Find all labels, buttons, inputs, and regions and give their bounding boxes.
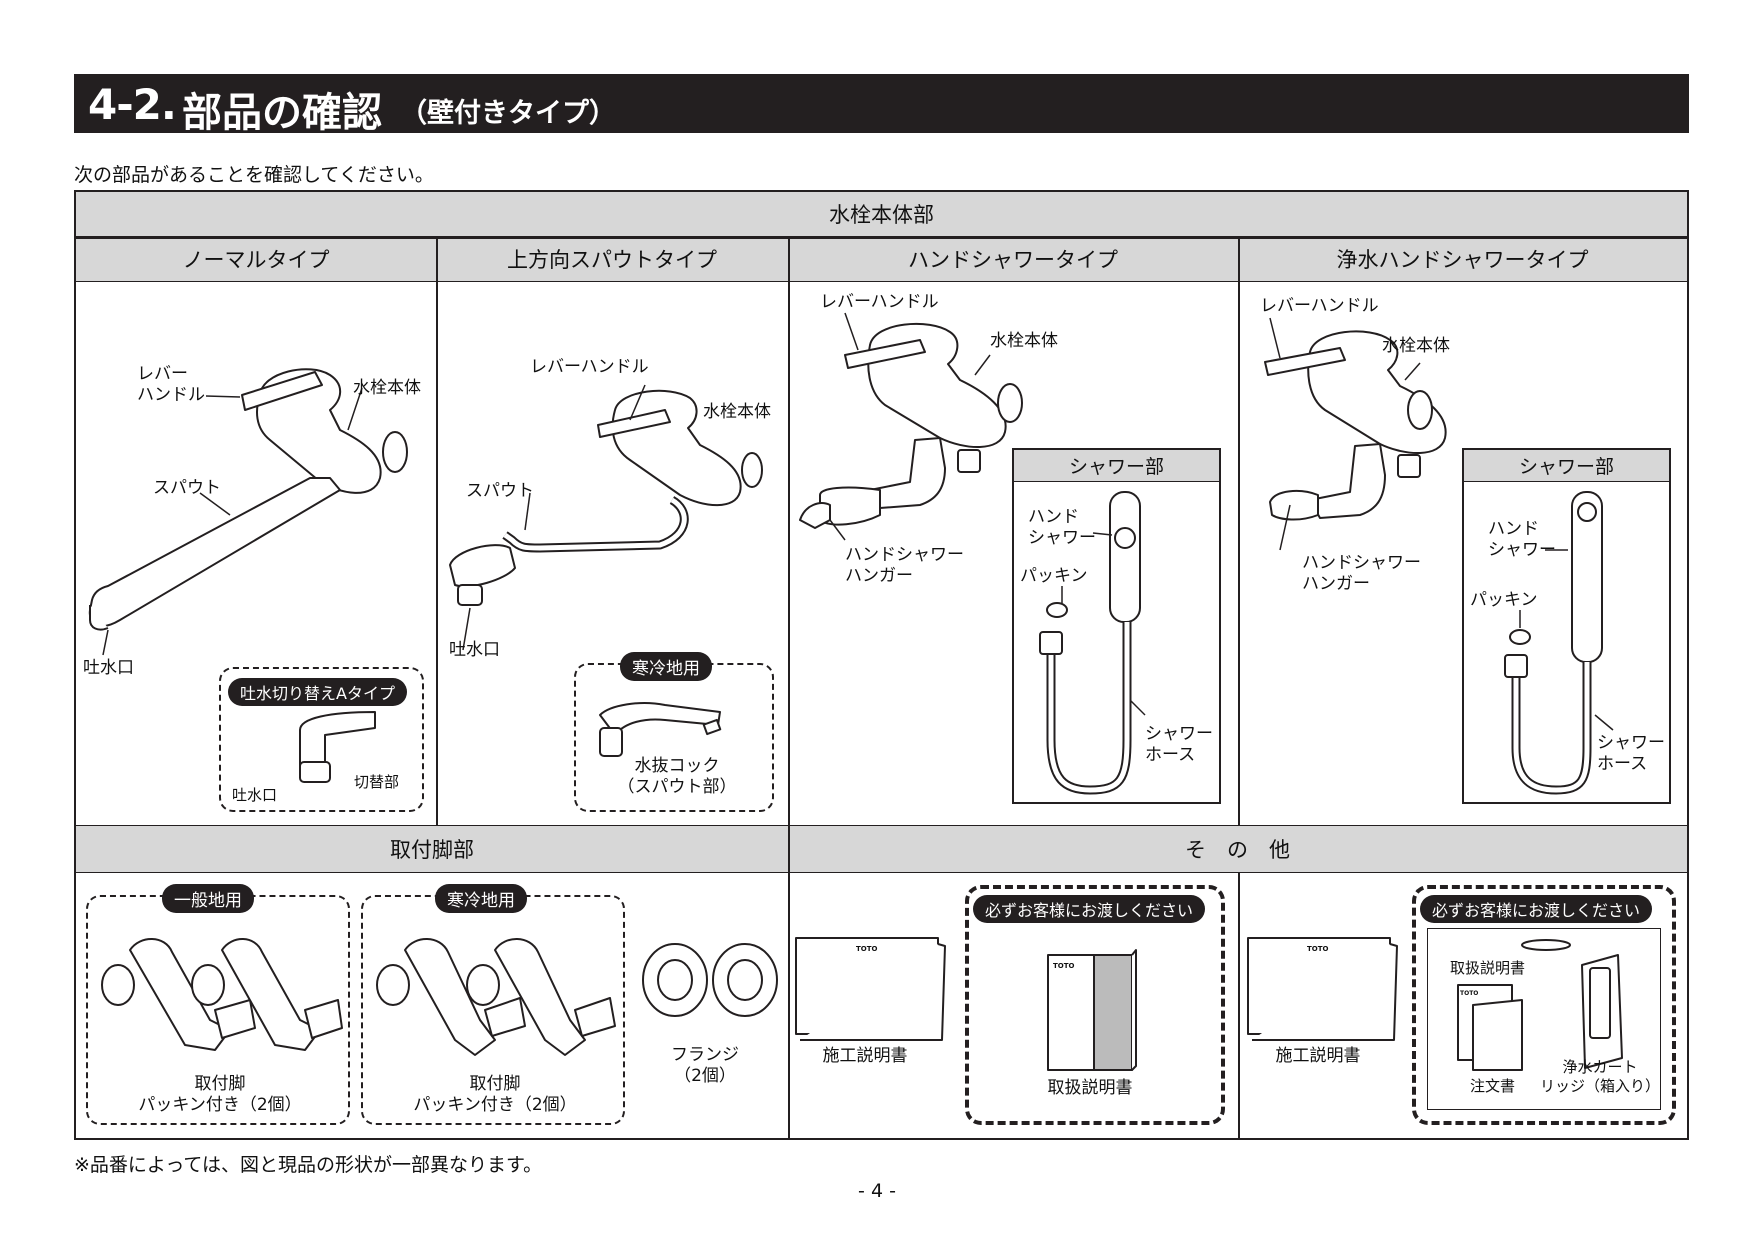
flange-label: フランジ （2個） (671, 1045, 739, 1086)
user-manual-2-illustration (1457, 939, 1571, 1071)
normal-body-label: 水栓本体 (353, 378, 421, 398)
user-manual-brand: TOTO (1053, 962, 1075, 970)
hs-body-label: 水栓本体 (990, 331, 1058, 351)
mount-legs-cold-illustration (376, 938, 616, 1056)
section-number: 4-2. (88, 80, 177, 129)
divider (1238, 873, 1240, 1138)
type-normal-header: ノーマルタイプ (76, 237, 436, 282)
install-manual-2-illustration (1247, 937, 1398, 1041)
upward-faucet-illustration (449, 389, 763, 606)
install-manual-illustration (795, 937, 946, 1041)
cartridge-label: 浄水カート リッジ（箱入り） (1540, 1058, 1661, 1095)
purifier-faucet-illustration (1264, 330, 1447, 521)
upward-lever-handle-label: レバーハンドル (530, 357, 649, 377)
upward-body-label: 水栓本体 (703, 402, 771, 422)
intro-text: 次の部品があることを確認してください。 (74, 164, 434, 186)
cold-legs-label: 取付脚 パッキン付き（2個） (413, 1074, 577, 1115)
variant-switch-label: 切替部 (354, 773, 400, 791)
hand-shower-faucet-illustration (799, 322, 1023, 529)
upward-outlet-label: 吐水口 (449, 640, 500, 660)
normal-faucet-illustration (88, 368, 408, 631)
user-manual-2-label: 取扱説明書 (1450, 959, 1526, 977)
divider (1238, 237, 1240, 825)
ps-lever-handle-label: レバーハンドル (1260, 296, 1379, 316)
divider (788, 237, 790, 1138)
type-hand-shower-header: ハンドシャワータイプ (788, 237, 1238, 282)
ps-hose-label: シャワー ホース (1597, 733, 1665, 774)
order-form-label: 注文書 (1470, 1077, 1516, 1095)
handover-box-2 (1412, 885, 1676, 1125)
hs-shower-section: シャワー部 (1012, 448, 1221, 804)
variant-outlet-label: 吐水口 (232, 786, 278, 804)
purifier-hand-shower-head (1504, 491, 1603, 795)
normal-spout-label: スパウト (153, 478, 221, 498)
page-number: - 4 - (858, 1180, 896, 1202)
section-title-bar: 4-2. 部品の確認 （壁付きタイプ） (74, 74, 1689, 136)
drain-cock-label: 水抜コック （スパウト部） (617, 756, 737, 797)
leader-lines (102, 312, 1614, 731)
mount-legs-general-illustration (101, 938, 343, 1051)
handover-inner-box (1427, 928, 1661, 1110)
hs-hand-shower-label: ハンド シャワー (1028, 507, 1096, 548)
parts-table: 水栓本体部 ノーマルタイプ 上方向スパウトタイプ ハンドシャワータイプ 浄水ハン… (74, 190, 1689, 1140)
user-manual-2-brand: TOTO (1460, 990, 1479, 997)
page-subtitle: （壁付きタイプ） (400, 98, 616, 129)
cartridge-box-illustration (1581, 954, 1623, 1069)
hs-packing-label: パッキン (1020, 566, 1088, 586)
switch-variant-illustration (299, 711, 376, 783)
divider (76, 237, 1687, 239)
ps-shower-section: シャワー部 (1462, 448, 1671, 804)
handover-box-1 (965, 885, 1225, 1125)
hs-lever-handle-label: レバーハンドル (820, 292, 939, 312)
hs-hanger-label: ハンドシャワー ハンガー (845, 545, 964, 586)
page-title: 部品の確認 (182, 90, 382, 136)
ps-hanger-label: ハンドシャワー ハンガー (1302, 553, 1421, 594)
normal-outlet-label: 吐水口 (83, 658, 134, 678)
general-mount-badge: 一般地用 (162, 884, 254, 913)
ps-hand-shower-label: ハンド シャワー (1488, 519, 1556, 560)
install-manual-2-brand: TOTO (1307, 945, 1329, 953)
install-manual-2-label: 施工説明書 (1275, 1046, 1361, 1066)
cold-mount-badge: 寒冷地用 (435, 884, 527, 913)
ps-packing-label: パッキン (1470, 590, 1538, 610)
flange-illustration (642, 943, 778, 1017)
user-manual-label: 取扱説明書 (1047, 1078, 1133, 1098)
cold-variant-badge: 寒冷地用 (620, 652, 712, 681)
hs-hose-label: シャワー ホース (1145, 724, 1213, 765)
user-manual-illustration (1047, 949, 1137, 1071)
mount-header: 取付脚部 (76, 825, 788, 873)
divider (436, 237, 438, 825)
switch-variant-box (219, 667, 424, 812)
footnote: ※品番によっては、図と現品の形状が一部異なります。 (74, 1154, 543, 1176)
hs-shower-section-header: シャワー部 (1014, 450, 1219, 482)
type-purifier-header: 浄水ハンドシャワータイプ (1238, 237, 1687, 282)
main-body-header: 水栓本体部 (76, 192, 1687, 237)
drain-cock-illustration (599, 702, 722, 757)
ps-body-label: 水栓本体 (1382, 336, 1450, 356)
switch-variant-badge: 吐水切り替えAタイプ (228, 678, 407, 706)
upward-spout-label: スパウト (466, 481, 534, 501)
ps-shower-section-header: シャワー部 (1464, 450, 1669, 482)
normal-lever-handle-label: レバー ハンドル (137, 364, 205, 405)
general-legs-label: 取付脚 パッキン付き（2個） (138, 1074, 302, 1115)
install-manual-brand: TOTO (856, 945, 878, 953)
hand-shower-head (1039, 491, 1141, 795)
handover-badge-1: 必ずお客様にお渡しください (973, 895, 1206, 923)
type-upward-header: 上方向スパウトタイプ (436, 237, 788, 282)
other-header: そ の 他 (788, 825, 1687, 873)
handover-badge-2: 必ずお客様にお渡しください (1420, 895, 1653, 923)
install-manual-label: 施工説明書 (822, 1046, 908, 1066)
